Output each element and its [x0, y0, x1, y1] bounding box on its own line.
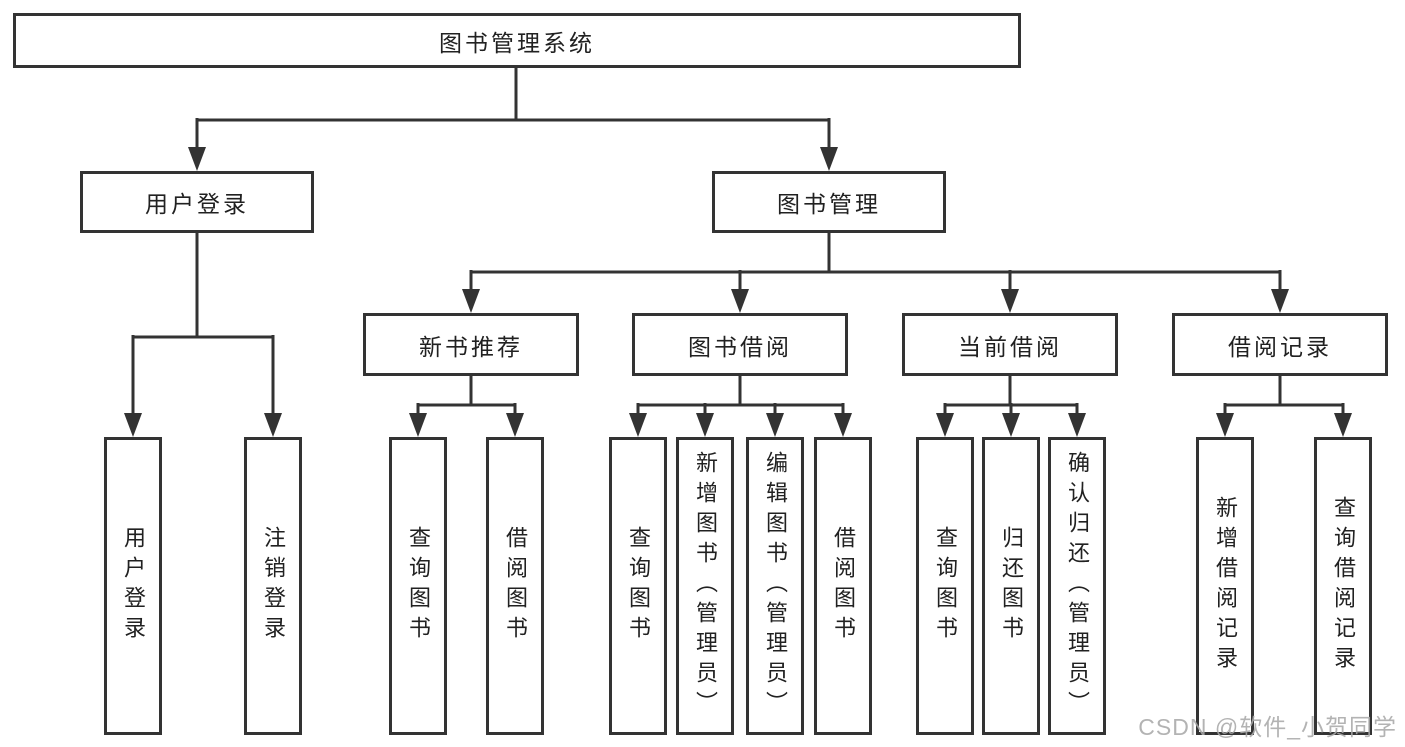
leaf-query-books-borrow-label: 查询图书 — [626, 526, 651, 646]
leaf-edit-books-admin: 编辑图书（管理员） — [746, 437, 804, 735]
arrowhead-icon — [1271, 289, 1289, 313]
connector-user-login-to-leaves — [124, 233, 282, 437]
node-root-system: 图书管理系统 — [13, 13, 1021, 68]
arrowhead-icon — [264, 413, 282, 437]
arrowhead-icon — [834, 413, 852, 437]
arrowhead-icon — [1068, 413, 1086, 437]
leaf-confirm-return-admin-label: 确认归还（管理员） — [1065, 451, 1090, 721]
leaf-add-books-admin-label: 新增图书（管理员） — [693, 451, 718, 721]
csdn-watermark: CSDN @软件_小贺同学 — [1138, 714, 1397, 740]
leaf-borrow-books-recommend-label: 借阅图书 — [503, 526, 528, 646]
arrowhead-icon — [506, 413, 524, 437]
node-current-borrow-label: 当前借阅 — [958, 333, 1062, 360]
leaf-query-books-borrow: 查询图书 — [609, 437, 667, 735]
leaf-query-borrow-record-label: 查询借阅记录 — [1331, 496, 1356, 676]
arrowhead-icon — [629, 413, 647, 437]
connector-current-borrow-to-leaves — [936, 376, 1086, 437]
node-book-borrow: 图书借阅 — [632, 313, 848, 376]
node-current-borrow: 当前借阅 — [902, 313, 1118, 376]
arrowhead-icon — [731, 289, 749, 313]
node-new-book-recommend: 新书推荐 — [363, 313, 579, 376]
node-new-book-recommend-label: 新书推荐 — [419, 333, 523, 360]
node-root-label: 图书管理系统 — [439, 29, 595, 56]
node-borrow-records: 借阅记录 — [1172, 313, 1388, 376]
leaf-user-login: 用户登录 — [104, 437, 162, 735]
node-user-login-label: 用户登录 — [145, 191, 249, 217]
arrowhead-icon — [766, 413, 784, 437]
leaf-user-login-label: 用户登录 — [121, 526, 146, 646]
node-user-login: 用户登录 — [80, 171, 314, 233]
leaf-return-books: 归还图书 — [982, 437, 1040, 735]
connector-new-book-recommend-to-leaves — [409, 376, 524, 437]
leaf-query-books-current-label: 查询图书 — [933, 526, 958, 646]
leaf-edit-books-admin-label: 编辑图书（管理员） — [763, 451, 788, 721]
node-book-borrow-label: 图书借阅 — [688, 333, 792, 360]
leaf-query-books-recommend: 查询图书 — [389, 437, 447, 735]
leaf-confirm-return-admin: 确认归还（管理员） — [1048, 437, 1106, 735]
leaf-borrow-books-label: 借阅图书 — [831, 526, 856, 646]
node-book-management-label: 图书管理 — [777, 191, 881, 217]
leaf-query-books-recommend-label: 查询图书 — [406, 526, 431, 646]
arrowhead-icon — [1002, 413, 1020, 437]
connector-root-to-level2 — [188, 68, 838, 171]
arrowhead-icon — [409, 413, 427, 437]
arrowhead-icon — [1334, 413, 1352, 437]
connector-borrow-records-to-leaves — [1216, 376, 1352, 437]
arrowhead-icon — [820, 147, 838, 171]
node-book-management: 图书管理 — [712, 171, 946, 233]
arrowhead-icon — [1216, 413, 1234, 437]
arrowhead-icon — [696, 413, 714, 437]
arrowhead-icon — [936, 413, 954, 437]
leaf-logout: 注销登录 — [244, 437, 302, 735]
leaf-add-borrow-record-label: 新增借阅记录 — [1213, 496, 1238, 676]
node-borrow-records-label: 借阅记录 — [1228, 333, 1332, 360]
arrowhead-icon — [1001, 289, 1019, 313]
arrowhead-icon — [124, 413, 142, 437]
arrowhead-icon — [188, 147, 206, 171]
leaf-add-books-admin: 新增图书（管理员） — [676, 437, 734, 735]
leaf-borrow-books: 借阅图书 — [814, 437, 872, 735]
leaf-add-borrow-record: 新增借阅记录 — [1196, 437, 1254, 735]
leaf-query-borrow-record: 查询借阅记录 — [1314, 437, 1372, 735]
leaf-query-books-current: 查询图书 — [916, 437, 974, 735]
leaf-logout-label: 注销登录 — [261, 526, 286, 646]
connector-book-borrow-to-leaves — [629, 376, 852, 437]
arrowhead-icon — [462, 289, 480, 313]
connector-book-management-to-level3 — [462, 233, 1289, 313]
leaf-return-books-label: 归还图书 — [999, 526, 1024, 646]
leaf-borrow-books-recommend: 借阅图书 — [486, 437, 544, 735]
